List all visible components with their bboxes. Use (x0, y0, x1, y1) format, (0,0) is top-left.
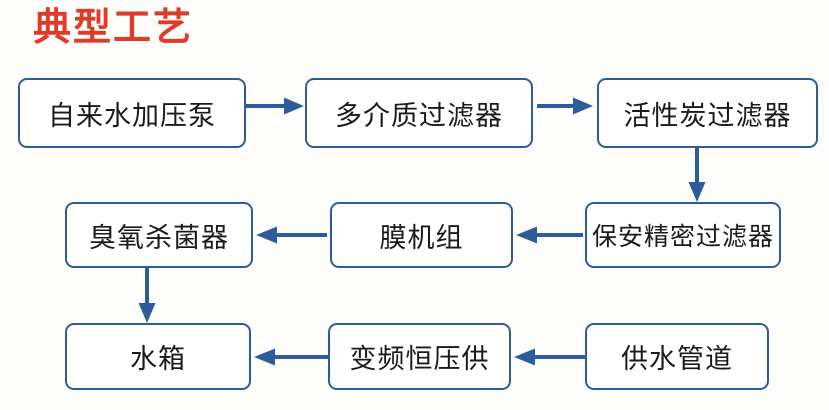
arrow-left-icon-security-filter-to-membrane (515, 225, 583, 245)
node-ozone-sterilizer[interactable]: 臭氧杀菌器 (65, 202, 253, 268)
node-label: 变频恒压供 (349, 344, 490, 375)
arrow-left-icon-pipeline-to-vfd-supply (513, 347, 585, 367)
arrow-right-icon-multimedia-to-carbon (537, 96, 595, 116)
node-label: 活性炭过滤器 (623, 100, 792, 132)
arrow-down-icon-carbon-to-security-filter (687, 148, 707, 204)
node-water-tank[interactable]: 水箱 (65, 323, 251, 390)
node-label: 供水管道 (621, 344, 733, 375)
arrow-down-icon-ozone-to-water-tank (137, 268, 157, 325)
node-label: 自来水加压泵 (48, 100, 216, 132)
node-variable-frequency-constant-pressure-supply[interactable]: 变频恒压供 (328, 323, 511, 390)
arrow-left-icon-membrane-to-ozone (255, 225, 327, 245)
node-label: 水箱 (130, 344, 186, 375)
node-label: 臭氧杀菌器 (89, 222, 229, 254)
page-title: 典型工艺 (33, 5, 194, 49)
node-water-supply-pipeline[interactable]: 供水管道 (585, 323, 769, 390)
node-tap-water-booster-pump[interactable]: 自来水加压泵 (18, 78, 246, 148)
node-security-precision-filter[interactable]: 保安精密过滤器 (585, 202, 781, 268)
node-label: 膜机组 (379, 222, 464, 254)
arrow-left-icon-vfd-supply-to-water-tank (253, 347, 328, 367)
arrow-right-icon-pump-to-multimedia (246, 96, 306, 116)
node-label: 多介质过滤器 (335, 100, 503, 132)
node-activated-carbon-filter[interactable]: 活性炭过滤器 (597, 78, 818, 148)
node-membrane-unit[interactable]: 膜机组 (330, 202, 513, 268)
node-label: 保安精密过滤器 (591, 222, 774, 251)
node-multimedia-filter[interactable]: 多介质过滤器 (305, 78, 533, 148)
